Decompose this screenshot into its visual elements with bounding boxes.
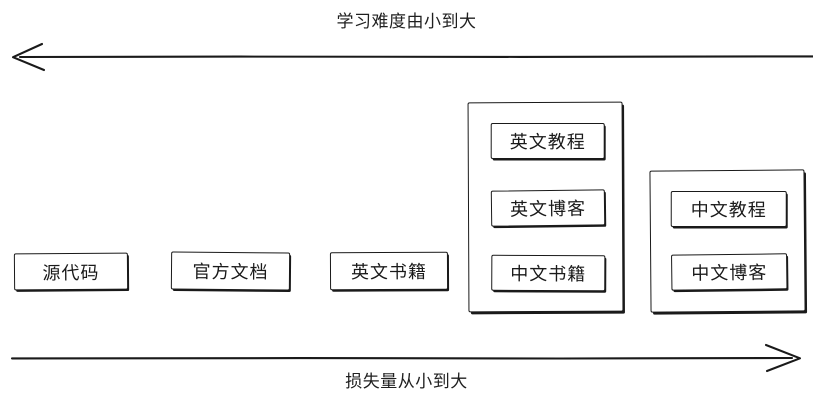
- node-chinese-blogs[interactable]: 中文博客: [671, 253, 788, 291]
- node-source-code[interactable]: 源代码: [13, 252, 129, 291]
- difficulty-axis-arrow-left: [11, 42, 813, 72]
- node-official-docs[interactable]: 官方文档: [170, 251, 291, 291]
- bottom-axis-label: 损失量从小到大: [345, 372, 468, 392]
- node-chinese-books[interactable]: 中文书籍: [491, 254, 606, 292]
- node-chinese-tutorials[interactable]: 中文教程: [670, 190, 787, 228]
- loss-axis-arrow-right: [10, 343, 802, 373]
- node-english-blogs[interactable]: 英文博客: [490, 189, 606, 227]
- chinese-resources-group: 中文教程 中文博客: [649, 169, 806, 313]
- top-axis-label: 学习难度由小到大: [336, 12, 477, 32]
- node-english-tutorials[interactable]: 英文教程: [490, 122, 605, 160]
- node-english-books[interactable]: 英文书籍: [329, 251, 449, 291]
- english-resources-group: 英文教程 英文博客 中文书籍: [467, 101, 624, 313]
